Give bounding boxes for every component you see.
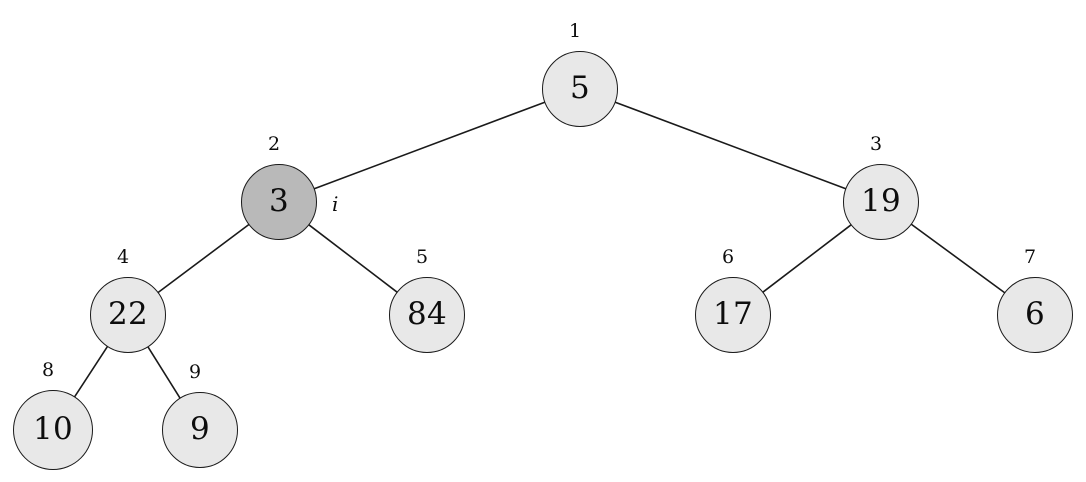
tree-node-value: 19 (860, 182, 902, 219)
tree-node-value: 10 (32, 410, 74, 447)
tree-edge-3-7 (910, 223, 1006, 294)
tree-edge-4-8 (74, 346, 109, 398)
tree-node-index-label-4: 4 (116, 246, 130, 268)
tree-node-value: 84 (406, 295, 448, 332)
tree-node-index-label-5: 5 (415, 246, 429, 268)
tree-node-index-label-3: 3 (869, 133, 883, 155)
tree-node-index-label-6: 6 (721, 246, 735, 268)
tree-edge-1-3 (614, 101, 847, 190)
pointer-label-i: i (332, 192, 339, 216)
tree-node-3[interactable]: 19 (843, 164, 919, 240)
tree-node-value: 5 (569, 69, 591, 106)
tree-edge-3-6 (762, 224, 852, 293)
tree-node-value: 6 (1024, 295, 1046, 332)
tree-node-2[interactable]: 3 (241, 164, 317, 240)
tree-node-6[interactable]: 17 (695, 277, 771, 353)
tree-node-index-label-9: 9 (188, 361, 202, 383)
tree-node-index-label-8: 8 (41, 359, 55, 381)
tree-node-7[interactable]: 6 (997, 277, 1073, 353)
tree-node-8[interactable]: 10 (13, 390, 93, 470)
tree-node-9[interactable]: 9 (162, 392, 238, 468)
tree-edge-1-2 (313, 101, 546, 190)
tree-node-index-label-2: 2 (267, 133, 281, 155)
tree-node-index-label-1: 1 (568, 20, 582, 42)
tree-node-index-label-7: 7 (1023, 246, 1037, 268)
tree-edge-2-4 (157, 223, 250, 294)
tree-node-5[interactable]: 84 (389, 277, 465, 353)
tree-node-value: 17 (712, 295, 754, 332)
tree-node-4[interactable]: 22 (90, 277, 166, 353)
tree-node-value: 3 (268, 182, 290, 219)
tree-node-value: 22 (107, 295, 149, 332)
tree-node-1[interactable]: 5 (542, 51, 618, 127)
tree-edge-2-5 (308, 224, 398, 293)
tree-node-value: 9 (189, 410, 211, 447)
tree-edge-4-9 (147, 346, 181, 399)
